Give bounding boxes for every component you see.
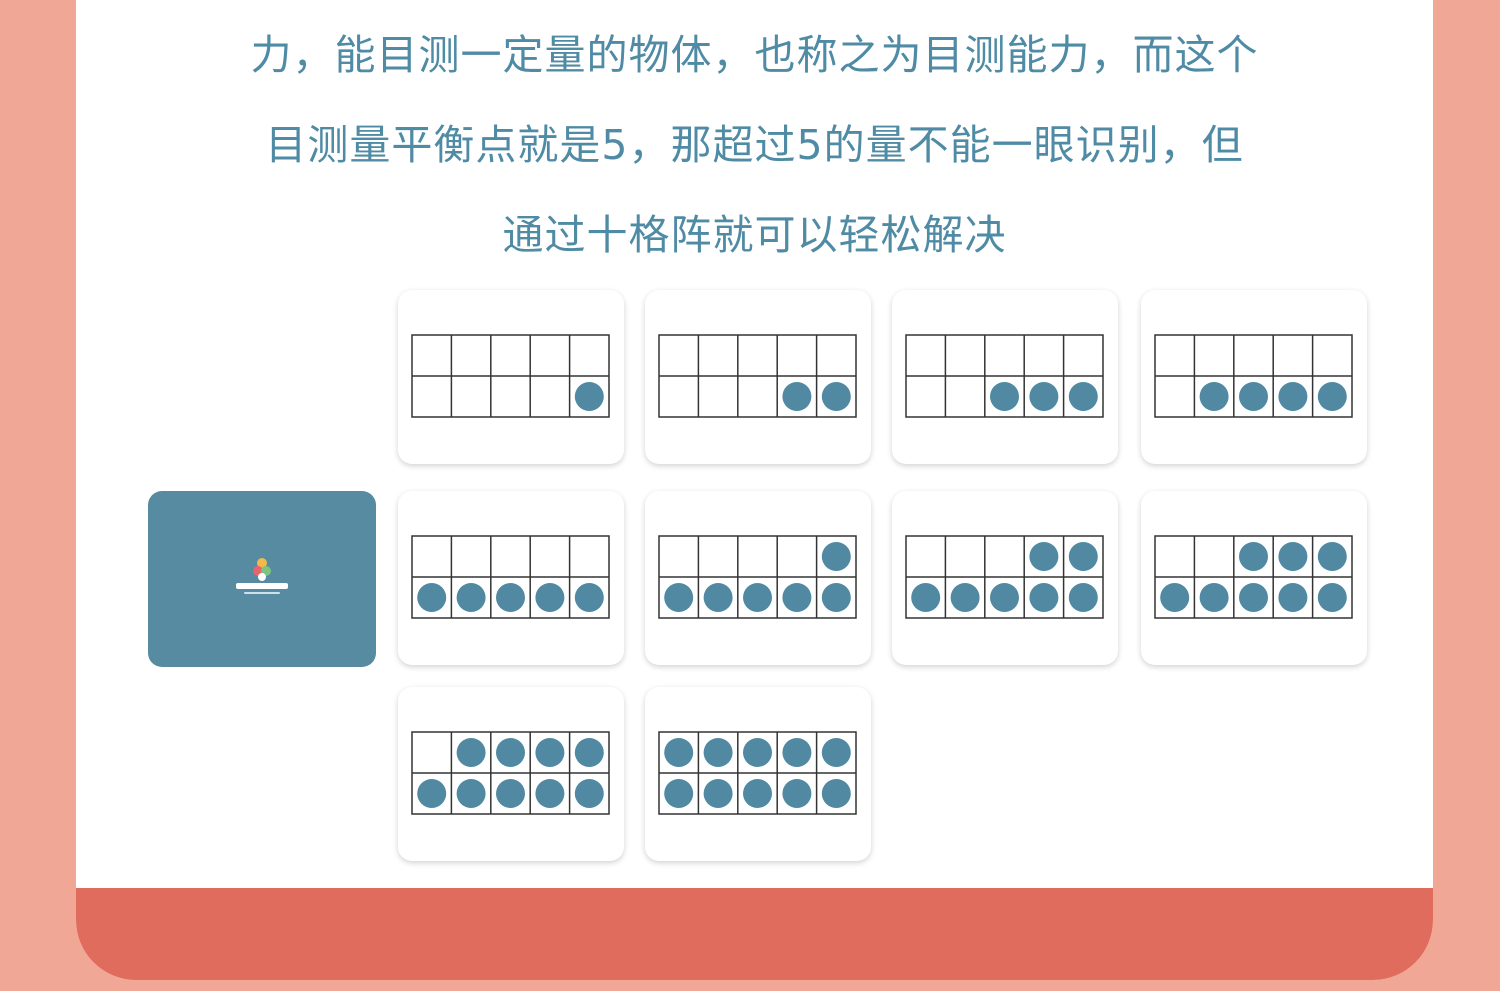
counter-dot xyxy=(1278,583,1308,612)
counter-dot xyxy=(782,583,812,612)
ten-frame-card xyxy=(398,687,624,861)
counter-dot xyxy=(1317,583,1347,612)
counter-dot xyxy=(417,779,447,808)
counter-dot xyxy=(664,583,694,612)
logo-icon xyxy=(236,558,288,594)
counter-dot xyxy=(456,738,486,767)
counter-dot xyxy=(664,779,694,808)
intro-line-2: 目测量平衡点就是5，那超过5的量不能一眼识别，但 xyxy=(265,121,1244,169)
counter-dot xyxy=(535,779,565,808)
counter-dot xyxy=(782,779,812,808)
counter-dot xyxy=(1199,382,1229,411)
counter-dot xyxy=(821,542,851,571)
ten-frame-card xyxy=(398,290,624,464)
ten-frame xyxy=(411,535,610,619)
counter-dot xyxy=(950,583,980,612)
ten-frame-card xyxy=(645,491,871,665)
counter-dot xyxy=(496,738,525,767)
counter-dot xyxy=(456,583,486,612)
counter-dot xyxy=(703,583,733,612)
counter-dot xyxy=(535,583,565,612)
counter-dot xyxy=(1278,542,1308,571)
ten-frame xyxy=(1154,334,1353,418)
ten-frame-card xyxy=(1141,491,1367,665)
counter-dot xyxy=(574,382,604,411)
counter-dot xyxy=(990,583,1019,612)
counter-dot xyxy=(821,779,851,808)
counter-dot xyxy=(496,583,525,612)
intro-text: 力，能目测一定量的物体，也称之为目测能力，而这个 目测量平衡点就是5，那超过5的… xyxy=(76,10,1433,280)
counter-dot xyxy=(574,738,604,767)
counter-dot xyxy=(1068,382,1098,411)
counter-dot xyxy=(1239,382,1268,411)
counter-dot xyxy=(911,583,941,612)
counter-dot xyxy=(1029,542,1059,571)
ten-frame-card xyxy=(892,290,1118,464)
intro-line-3: 通过十格阵就可以轻松解决 xyxy=(502,211,1007,259)
content-panel: 力，能目测一定量的物体，也称之为目测能力，而这个 目测量平衡点就是5，那超过5的… xyxy=(76,0,1433,980)
ten-frame xyxy=(658,334,857,418)
counter-dot xyxy=(1029,583,1059,612)
ten-frame-card xyxy=(398,491,624,665)
counter-dot xyxy=(535,738,565,767)
logo-card xyxy=(148,491,376,667)
counter-dot xyxy=(1317,382,1347,411)
counter-dot xyxy=(1160,583,1190,612)
counter-dot xyxy=(496,779,525,808)
counter-dot xyxy=(703,779,733,808)
counter-dot xyxy=(782,738,812,767)
counter-dot xyxy=(743,583,772,612)
counter-dot xyxy=(743,779,772,808)
counter-dot xyxy=(821,583,851,612)
counter-dot xyxy=(574,779,604,808)
counter-dot xyxy=(743,738,772,767)
ten-frame xyxy=(905,334,1104,418)
counter-dot xyxy=(782,382,812,411)
ten-frame-card xyxy=(1141,290,1367,464)
ten-frame-card xyxy=(645,290,871,464)
counter-dot xyxy=(1317,542,1347,571)
ten-frame xyxy=(905,535,1104,619)
ten-frame xyxy=(658,535,857,619)
intro-line-1: 力，能目测一定量的物体，也称之为目测能力，而这个 xyxy=(250,31,1259,79)
counter-dot xyxy=(1278,382,1308,411)
ten-frame xyxy=(411,731,610,815)
ten-frame xyxy=(411,334,610,418)
footer-band xyxy=(76,888,1433,980)
counter-dot xyxy=(1239,583,1268,612)
ten-frame-card xyxy=(645,687,871,861)
ten-frame-card xyxy=(892,491,1118,665)
counter-dot xyxy=(1199,583,1229,612)
counter-dot xyxy=(990,382,1019,411)
counter-dot xyxy=(664,738,694,767)
counter-dot xyxy=(417,583,447,612)
counter-dot xyxy=(574,583,604,612)
counter-dot xyxy=(703,738,733,767)
counter-dot xyxy=(1239,542,1268,571)
counter-dot xyxy=(1068,583,1098,612)
counter-dot xyxy=(456,779,486,808)
counter-dot xyxy=(821,382,851,411)
ten-frame xyxy=(658,731,857,815)
counter-dot xyxy=(821,738,851,767)
ten-frame xyxy=(1154,535,1353,619)
counter-dot xyxy=(1029,382,1059,411)
counter-dot xyxy=(1068,542,1098,571)
